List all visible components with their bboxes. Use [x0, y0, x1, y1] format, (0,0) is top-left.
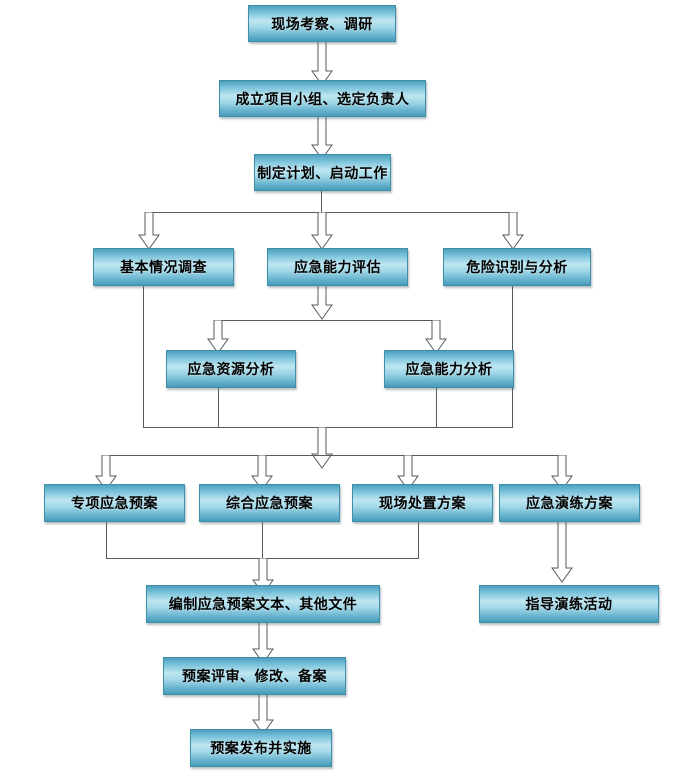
node-guide-drill[interactable]: 指导演练活动 [479, 585, 659, 623]
arrow-bus-n4 [138, 212, 160, 250]
node-hazard-identification[interactable]: 危险识别与分析 [443, 248, 591, 286]
arrow-bus-n8 [425, 320, 447, 354]
arrow-bus-n6 [502, 212, 524, 250]
edge-n3-stem [321, 190, 322, 212]
arrow-bus-n11 [397, 455, 419, 491]
node-basic-survey[interactable]: 基本情况调查 [93, 248, 234, 286]
arrow-bus-n12 [551, 455, 573, 491]
arrow-n2-n3 [311, 116, 333, 160]
node-onsite-plan[interactable]: 现场处置方案 [352, 484, 493, 522]
arrow-n13-n15 [252, 622, 274, 664]
node-resource-analysis[interactable]: 应急资源分析 [166, 350, 296, 388]
edge-n11-down [418, 521, 419, 559]
node-compile-documents[interactable]: 编制应急预案文本、其他文件 [146, 585, 380, 623]
arrow-bus-n10 [251, 455, 273, 491]
node-capability-analysis[interactable]: 应急能力分析 [384, 350, 514, 388]
edge-n8-down [436, 387, 437, 428]
bus-analysis [217, 320, 435, 321]
edge-n10-down [262, 521, 263, 559]
bus-merge-plans [143, 427, 513, 428]
node-review-revise-record[interactable]: 预案评审、修改、备案 [163, 657, 346, 695]
edge-n9-down [106, 521, 107, 559]
arrow-bus-n5 [311, 212, 333, 250]
node-make-plan[interactable]: 制定计划、启动工作 [254, 154, 391, 191]
arrow-n5-stem [311, 285, 333, 320]
node-site-survey[interactable]: 现场考察、调研 [248, 5, 396, 42]
arrow-bus-n9 [95, 455, 117, 491]
arrow-n12-n14 [551, 521, 573, 583]
arrow-n15-n16 [252, 694, 274, 735]
arrow-merge-to-row4 [311, 427, 333, 469]
arrow-bus-n7 [207, 320, 229, 354]
node-drill-plan[interactable]: 应急演练方案 [499, 484, 640, 522]
edge-n7-down [218, 387, 219, 428]
node-form-team[interactable]: 成立项目小组、选定负责人 [219, 80, 426, 117]
node-special-plan[interactable]: 专项应急预案 [44, 484, 185, 522]
arrow-n1-n2 [311, 41, 333, 86]
bus-row3 [148, 212, 512, 213]
bus-row4 [105, 455, 561, 456]
edge-n4-down [143, 285, 144, 428]
node-publish-implement[interactable]: 预案发布并实施 [190, 729, 332, 767]
node-capability-eval[interactable]: 应急能力评估 [267, 248, 408, 286]
node-comprehensive-plan[interactable]: 综合应急预案 [199, 484, 340, 522]
